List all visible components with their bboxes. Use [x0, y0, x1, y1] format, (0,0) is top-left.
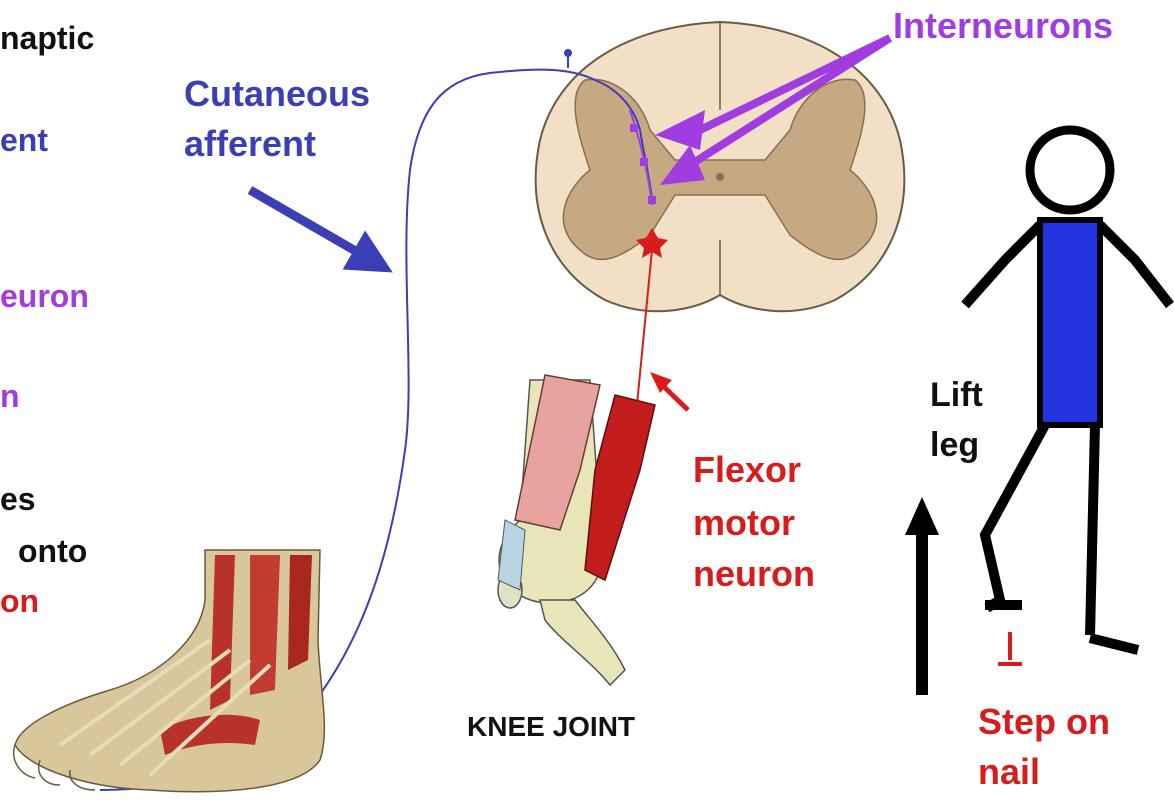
figure-right-arm: [1100, 225, 1170, 305]
lift-arrow: [905, 497, 939, 695]
knee-joint-label: KNEE JOINT: [467, 713, 635, 741]
figure-right-foot: [1090, 638, 1138, 650]
cutaneous-label-line1: Cutaneous: [184, 76, 370, 112]
interneurons-label: Interneurons: [893, 8, 1113, 44]
lift-label-line1: Lift: [930, 378, 983, 412]
interneuron-3: [648, 196, 656, 204]
step-label-line2: nail: [978, 754, 1040, 790]
figure-left-arm: [965, 225, 1040, 305]
left-fragment-6: onto: [18, 535, 87, 567]
lift-label-line2: leg: [930, 428, 979, 462]
left-fragment-2: ent: [0, 124, 48, 156]
left-fragment-4: n: [0, 380, 20, 412]
tibia-bone: [540, 600, 625, 685]
foot-muscle-2: [250, 555, 280, 695]
figure-left-leg: [985, 425, 1045, 608]
cutaneous-label-line2: afferent: [184, 126, 316, 162]
ligament: [498, 520, 525, 590]
interneuron-2: [640, 158, 648, 166]
left-fragment-3: euron: [0, 280, 89, 312]
step-label-line1: Step on: [978, 704, 1110, 740]
foot-illustration: [14, 550, 325, 792]
central-canal: [716, 173, 724, 181]
left-fragment-5: es: [0, 483, 36, 515]
interneuron-1: [630, 124, 638, 132]
nail: [998, 632, 1022, 664]
flexor-muscle: [585, 395, 655, 580]
figure-torso: [1040, 220, 1100, 425]
lift-arrowhead: [905, 497, 939, 535]
flexor-label-line1: Flexor: [693, 452, 801, 488]
knee-joint-illustration: [498, 375, 655, 685]
flexor-label-line3: neuron: [693, 556, 815, 592]
figure-right-leg: [1090, 425, 1095, 635]
flexor-label-line2: motor: [693, 505, 795, 541]
dorsal-root-ganglion: [564, 49, 572, 57]
left-fragment-1: naptic: [0, 22, 94, 54]
figure-head: [1030, 130, 1110, 210]
left-fragment-7: on: [0, 585, 39, 617]
stick-figure: [965, 130, 1170, 650]
cutaneous-arrow: [250, 190, 385, 268]
